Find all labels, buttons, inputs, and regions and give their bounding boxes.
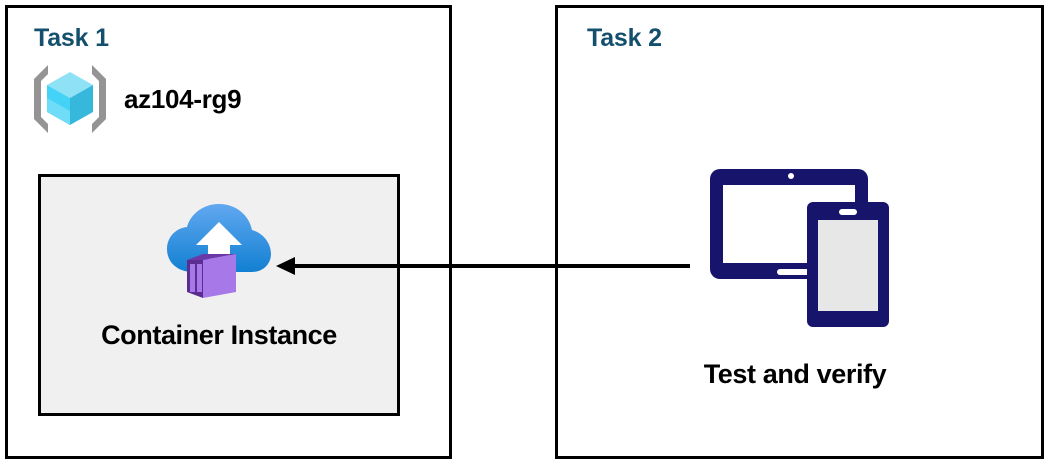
resource-group-row: az104-rg9 <box>30 62 242 136</box>
panel-title-task-2: Task 2 <box>587 24 662 52</box>
resource-group-cube-icon <box>30 62 110 136</box>
container-instance-box: Container Instance <box>38 174 400 416</box>
test-and-verify-group: Test and verify <box>670 157 920 390</box>
test-and-verify-label: Test and verify <box>703 359 887 389</box>
panel-title-task-1: Task 1 <box>34 24 109 52</box>
devices-tablet-phone-icon <box>695 157 895 345</box>
container-instance-label: Container Instance <box>101 320 337 350</box>
resource-group-label: az104-rg9 <box>124 83 242 114</box>
container-instance-icon <box>164 177 274 298</box>
